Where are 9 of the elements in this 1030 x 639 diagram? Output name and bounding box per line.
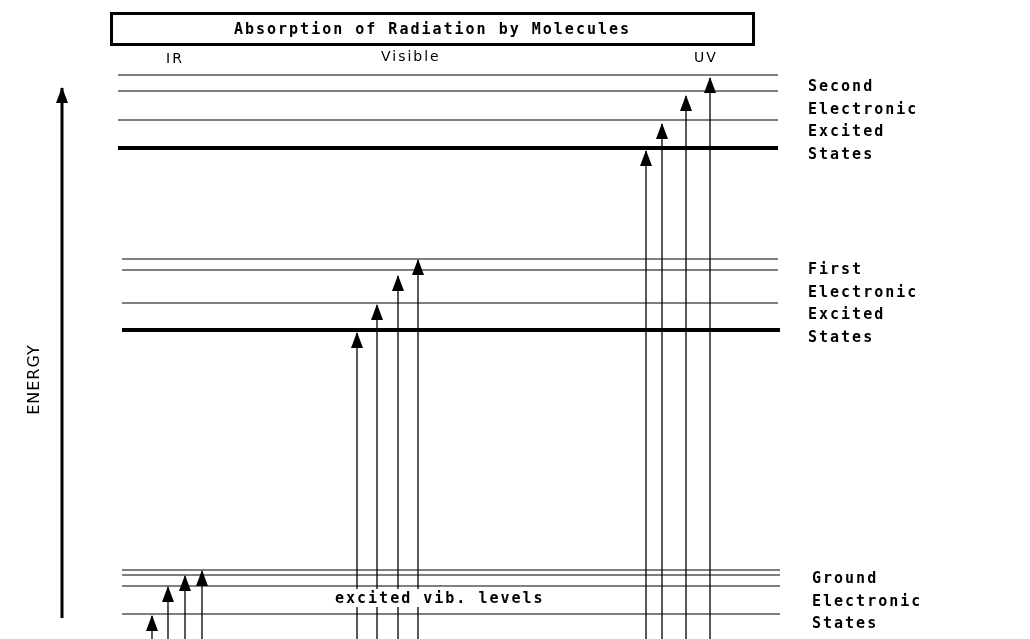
axis-label: ENERGY (23, 344, 43, 415)
band-label: Visible (381, 48, 441, 64)
state-label: Second Electronic Excited States (808, 76, 920, 165)
state-label: First Electronic Excited States (808, 259, 920, 348)
state-label: Ground Electronic States (812, 568, 924, 634)
band-label: IR (166, 50, 184, 66)
band-label: UV (694, 49, 718, 65)
title-box: Absorption of Radiation by Molecules (110, 12, 755, 46)
level-note: excited vib. levels (335, 589, 545, 607)
